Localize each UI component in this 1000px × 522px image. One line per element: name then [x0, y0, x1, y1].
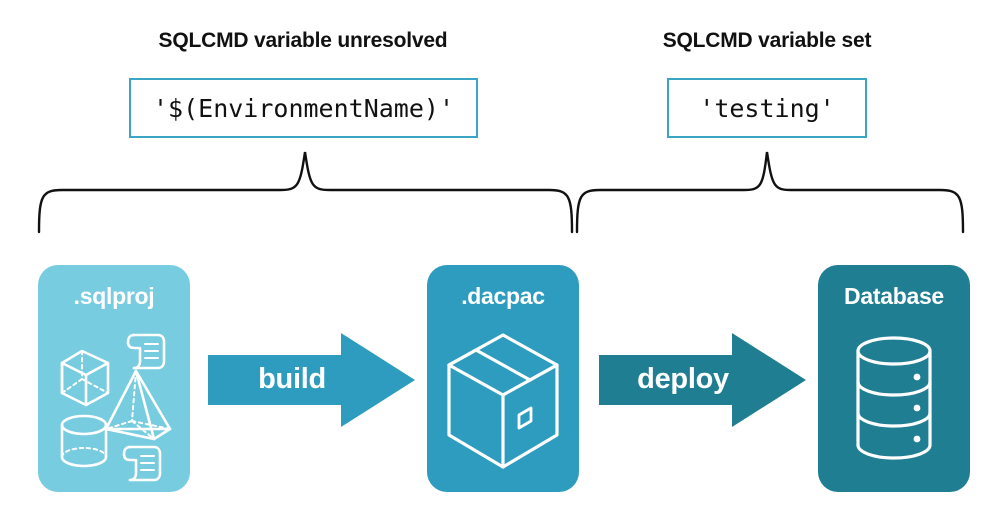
- arrow-build-icon: [208, 333, 415, 427]
- arrow-build-label: build: [258, 363, 326, 395]
- stage-label-dacpac: .dacpac: [461, 283, 545, 309]
- stage-label-sqlproj: .sqlproj: [73, 283, 155, 309]
- sqlcmd-variable-unresolved-value: '$(EnvironmentName)': [152, 93, 455, 123]
- cube-wireframe-icon: [60, 349, 110, 407]
- arrow-deploy-label: deploy: [637, 363, 729, 395]
- sqlcmd-variable-set-box: 'testing': [667, 78, 867, 138]
- stage-label-database: Database: [844, 283, 944, 309]
- cylinder-wireframe-icon: [60, 414, 108, 468]
- stage-box-dacpac: .dacpac: [427, 265, 579, 492]
- database-artwork: [856, 336, 932, 460]
- scroll-icon: [122, 445, 162, 482]
- database-status-dots: [913, 373, 921, 443]
- stage-box-database: Database: [818, 265, 970, 492]
- arrow-deploy: deploy: [599, 333, 806, 427]
- pyramid-wireframe-icon: [104, 369, 172, 441]
- brace-right-icon: [575, 151, 965, 234]
- section-header-left: SQLCMD variable unresolved: [158, 29, 448, 52]
- section-header-right: SQLCMD variable set: [662, 29, 872, 52]
- database-cylinder-icon: [856, 336, 932, 460]
- sqlproj-artwork: [60, 333, 172, 482]
- package-box-icon: [447, 333, 559, 469]
- dacpac-artwork: [447, 333, 559, 469]
- arrow-build: build: [208, 333, 415, 427]
- stage-box-sqlproj: .sqlproj: [38, 265, 190, 492]
- sqlcmd-variable-set-value: 'testing': [699, 93, 835, 123]
- scroll-icon: [126, 333, 166, 370]
- arrow-deploy-icon: [599, 333, 806, 427]
- sqlcmd-variable-unresolved-box: '$(EnvironmentName)': [129, 78, 478, 138]
- brace-left-icon: [37, 151, 574, 234]
